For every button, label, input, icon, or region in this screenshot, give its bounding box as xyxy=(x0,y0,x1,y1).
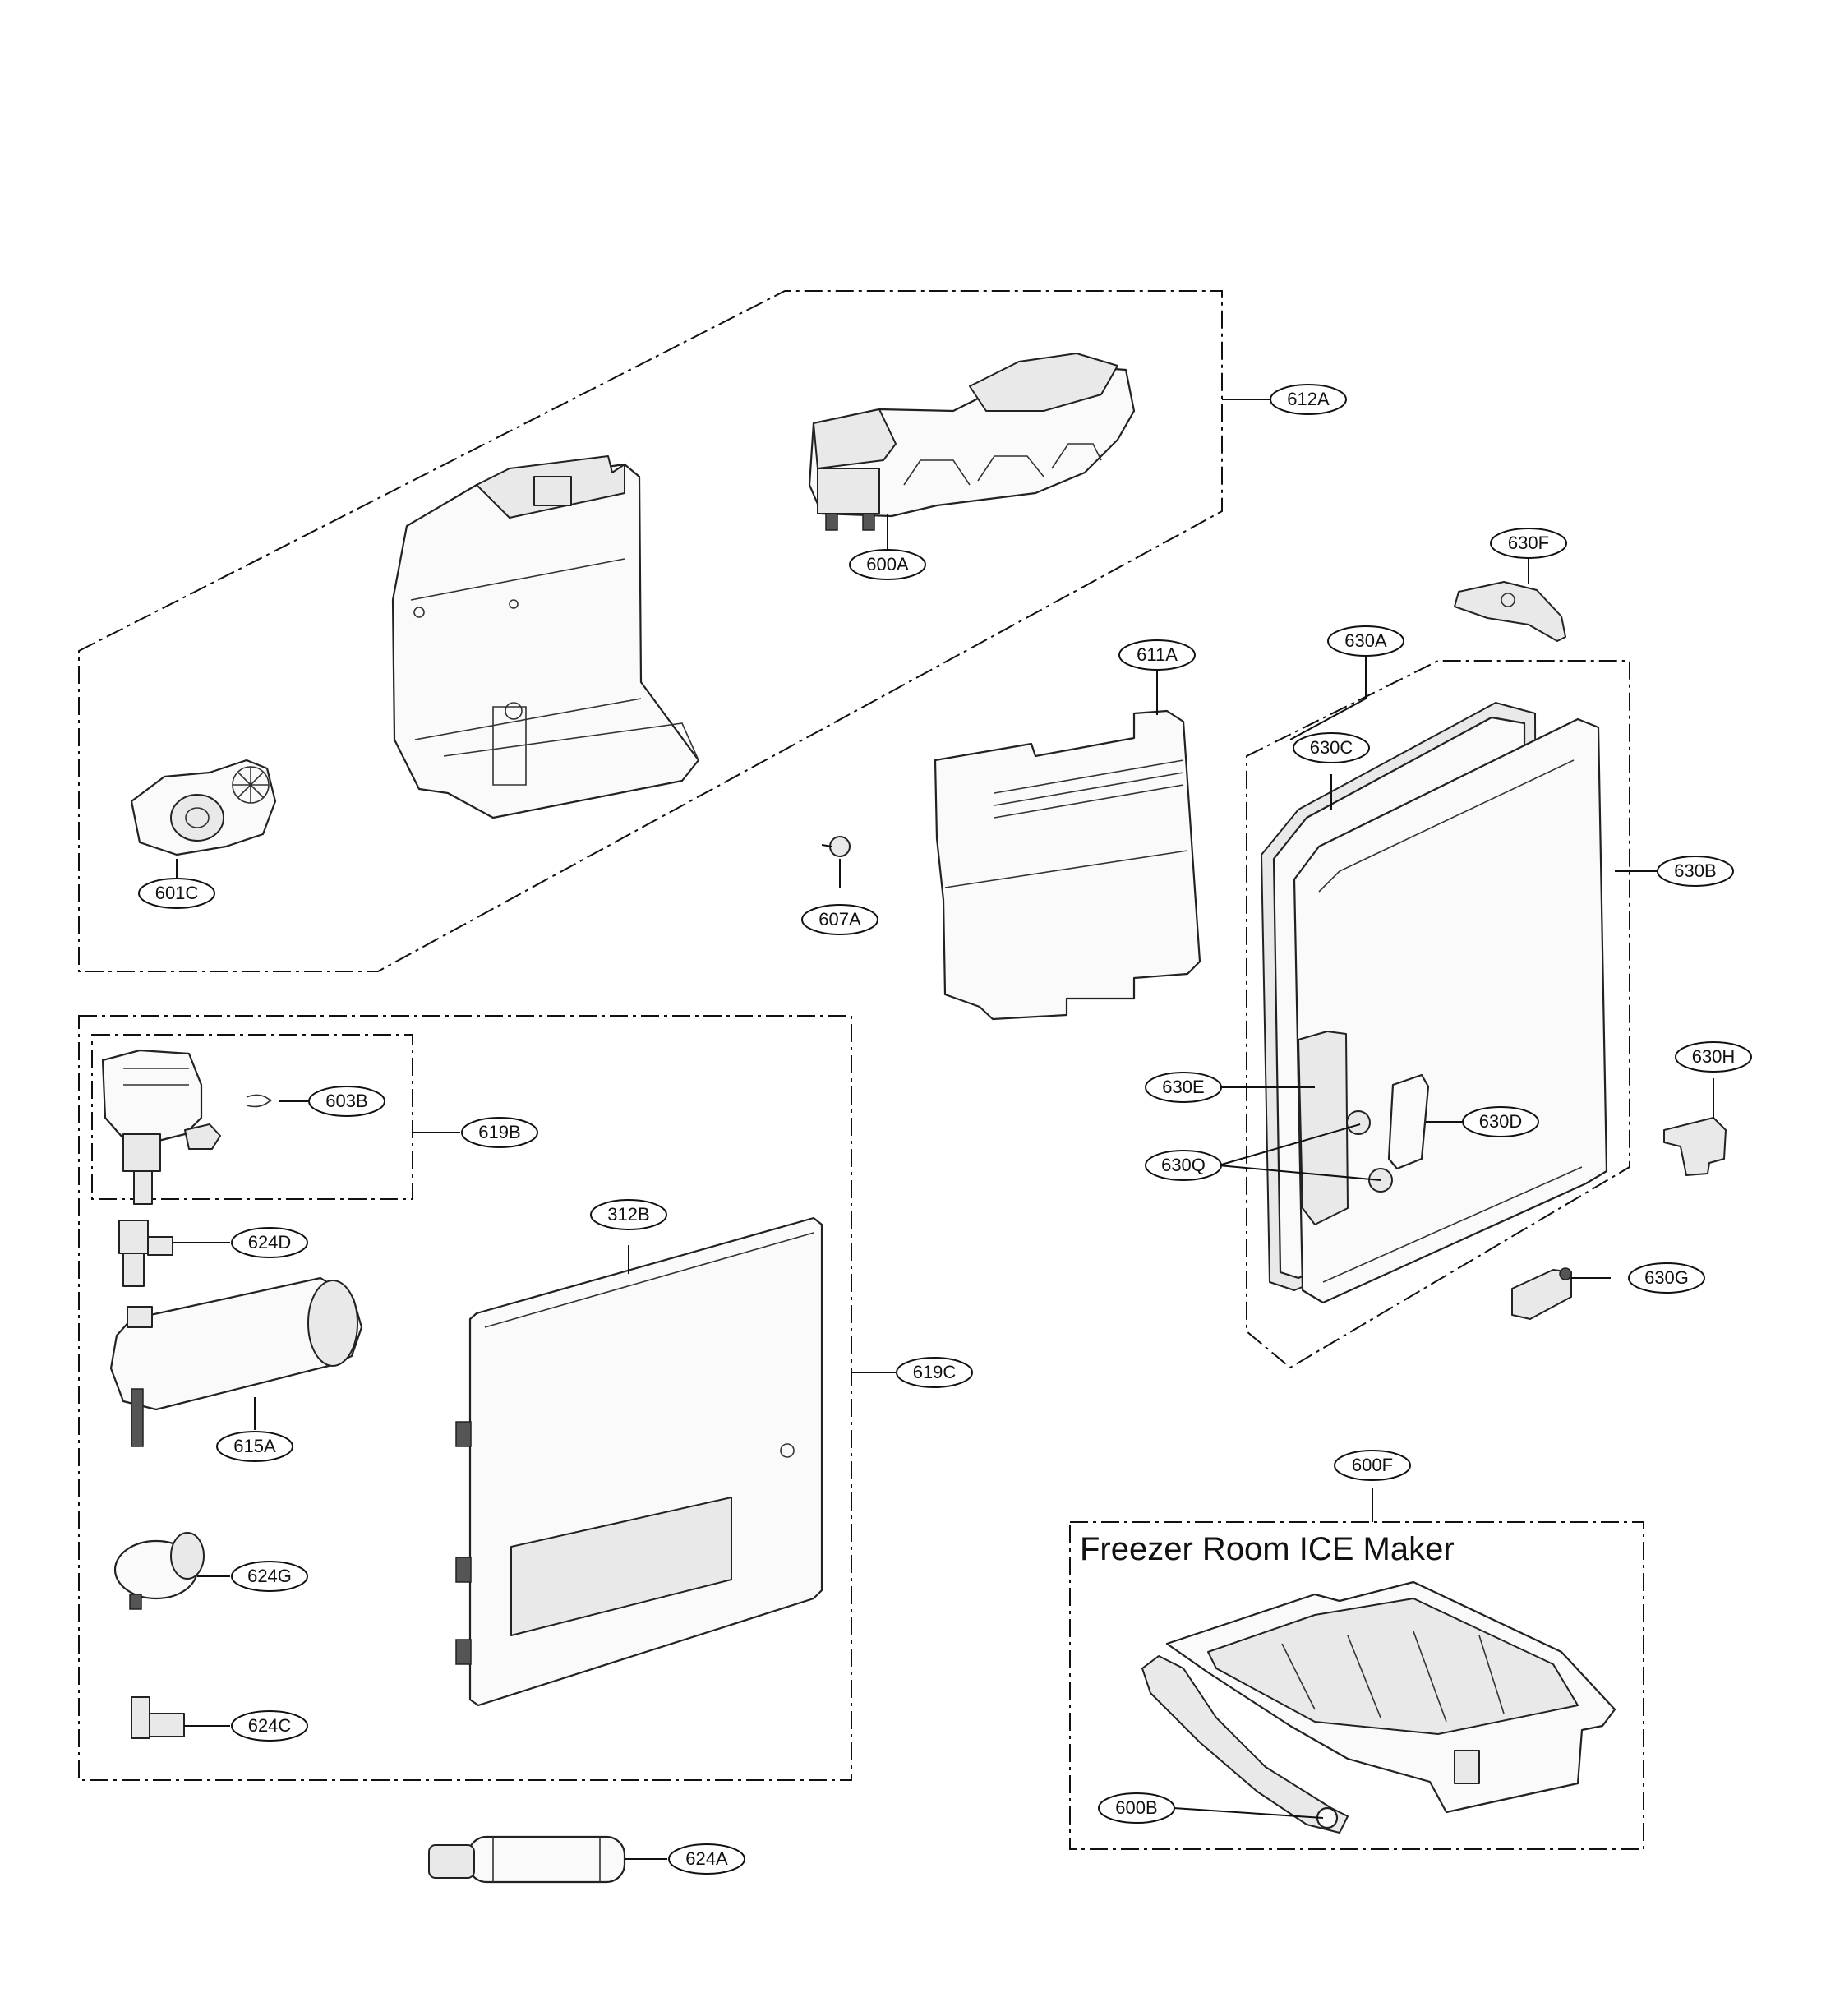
callout-630G: 630G xyxy=(1628,1262,1705,1294)
ice-maker-bracket xyxy=(391,455,700,819)
svg-text:630F: 630F xyxy=(1508,533,1549,553)
fitting-624D xyxy=(118,1220,173,1287)
svg-text:630H: 630H xyxy=(1692,1046,1736,1067)
clip-603B xyxy=(246,1094,272,1108)
callout-615A: 615A xyxy=(216,1431,293,1462)
bracket-630F xyxy=(1454,581,1566,642)
ice-maker-motor-601C xyxy=(130,759,277,856)
inline-filter-624A xyxy=(428,1835,626,1884)
leader-lines xyxy=(173,399,1714,1860)
group-612A-boundary xyxy=(78,290,1223,972)
callout-619C: 619C xyxy=(896,1357,973,1388)
bracket-630G xyxy=(1511,1267,1572,1320)
group-619C-boundary xyxy=(78,1015,852,1781)
callout-624C: 624C xyxy=(231,1710,308,1742)
ejector-arm-600B xyxy=(1141,1655,1349,1834)
fitting-624C xyxy=(131,1696,185,1739)
callout-619B: 619B xyxy=(461,1117,538,1148)
svg-text:600A: 600A xyxy=(866,554,909,574)
callout-601C: 601C xyxy=(138,878,215,909)
callout-624G: 624G xyxy=(231,1561,308,1592)
callout-624A: 624A xyxy=(668,1843,745,1875)
svg-text:600F: 600F xyxy=(1352,1455,1393,1475)
group-630A-boundary xyxy=(1246,660,1630,1369)
callout-630E: 630E xyxy=(1145,1072,1222,1103)
svg-text:619C: 619C xyxy=(913,1362,957,1382)
svg-text:619B: 619B xyxy=(478,1122,520,1142)
callout-600A: 600A xyxy=(849,549,926,580)
svg-text:630B: 630B xyxy=(1674,860,1716,881)
svg-text:630E: 630E xyxy=(1162,1077,1204,1097)
svg-text:615A: 615A xyxy=(233,1436,276,1456)
hinge-630E xyxy=(1298,1031,1349,1225)
screw-607A xyxy=(821,836,851,857)
svg-text:611A: 611A xyxy=(1137,644,1178,665)
callout-630A: 630A xyxy=(1327,625,1404,657)
cover-611A xyxy=(934,709,1201,1021)
svg-text:630A: 630A xyxy=(1344,630,1387,651)
svg-text:624D: 624D xyxy=(248,1232,292,1253)
svg-text:624C: 624C xyxy=(248,1715,292,1736)
callout-630H: 630H xyxy=(1675,1041,1752,1073)
section-title: Freezer Room ICE Maker xyxy=(1080,1531,1455,1567)
svg-text:612A: 612A xyxy=(1287,389,1330,409)
callout-630B: 630B xyxy=(1657,856,1734,887)
callout-630C: 630C xyxy=(1293,732,1370,763)
svg-text:630G: 630G xyxy=(1644,1267,1689,1288)
water-valve-619B xyxy=(101,1049,221,1205)
callout-611A: 611A xyxy=(1118,639,1196,671)
svg-text:601C: 601C xyxy=(155,883,199,903)
callout-603B: 603B xyxy=(308,1086,385,1117)
callout-630F: 630F xyxy=(1490,528,1567,559)
callout-607A: 607A xyxy=(801,904,878,935)
svg-text:630C: 630C xyxy=(1310,737,1353,758)
cap-630H xyxy=(1663,1117,1727,1176)
freezer-ice-maker-600F xyxy=(1165,1580,1616,1814)
callout-630D: 630D xyxy=(1462,1106,1539,1137)
filter-615A xyxy=(109,1276,363,1447)
svg-text:624G: 624G xyxy=(247,1566,292,1586)
svg-text:624A: 624A xyxy=(685,1848,728,1869)
door-630B xyxy=(1293,717,1608,1304)
callout-312B: 312B xyxy=(590,1199,667,1230)
svg-text:630Q: 630Q xyxy=(1161,1155,1206,1175)
svg-text:603B: 603B xyxy=(325,1091,367,1111)
handle-630D xyxy=(1387,1073,1430,1170)
callout-600B: 600B xyxy=(1098,1792,1175,1824)
svg-text:600B: 600B xyxy=(1115,1797,1157,1818)
ice-maker-assembly-600A xyxy=(808,353,1136,531)
callout-624D: 624D xyxy=(231,1227,308,1258)
group-600F-boundary xyxy=(1069,1521,1644,1850)
svg-text:607A: 607A xyxy=(818,909,861,930)
group-619B-boundary xyxy=(91,1034,413,1200)
cover-312B xyxy=(455,1216,823,1707)
callout-630Q: 630Q xyxy=(1145,1150,1222,1181)
svg-text:630D: 630D xyxy=(1479,1111,1523,1132)
callout-612A: 612A xyxy=(1270,384,1347,415)
callout-600F: 600F xyxy=(1334,1450,1411,1481)
svg-text:312B: 312B xyxy=(607,1204,649,1225)
fitting-624G xyxy=(113,1532,205,1610)
